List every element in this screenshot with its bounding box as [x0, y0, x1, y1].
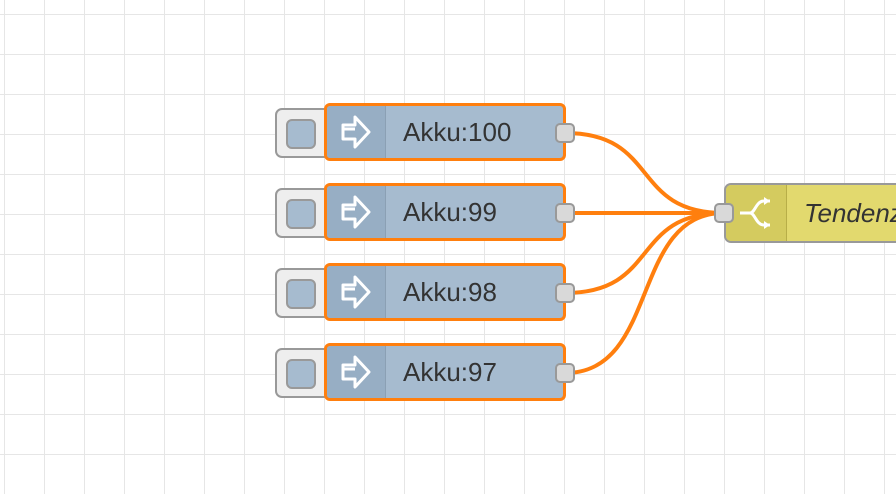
inject-trigger-face[interactable]: [286, 279, 316, 309]
inject-trigger-button[interactable]: [275, 348, 331, 398]
arrow-in-icon: [341, 275, 371, 309]
switch-node-label: Tendenz: [804, 198, 896, 228]
inject-node-label: Akku:98: [403, 277, 497, 307]
input-port[interactable]: [714, 203, 734, 223]
inject-node-label: Akku:99: [403, 197, 497, 227]
inject-node[interactable]: Akku:98: [324, 263, 566, 321]
inject-trigger-button[interactable]: [275, 188, 331, 238]
switch-icon: [740, 197, 770, 229]
wire-akku-100[interactable]: [564, 131, 725, 215]
switch-node[interactable]: Tendenz: [724, 183, 896, 243]
inject-node-label: Akku:97: [403, 357, 497, 387]
arrow-in-icon: [341, 195, 371, 229]
inject-trigger-face[interactable]: [286, 199, 316, 229]
inject-trigger-button[interactable]: [275, 268, 331, 318]
inject-node[interactable]: Akku:99: [324, 183, 566, 241]
inject-icon-area: [327, 266, 386, 318]
inject-node[interactable]: Akku:100: [324, 103, 566, 161]
wire-akku-97[interactable]: [564, 211, 725, 375]
inject-trigger-face[interactable]: [286, 119, 316, 149]
output-port[interactable]: [555, 363, 575, 383]
switch-icon-area: [726, 185, 787, 241]
arrow-in-icon: [341, 115, 371, 149]
output-port[interactable]: [555, 203, 575, 223]
output-port[interactable]: [555, 123, 575, 143]
inject-icon-area: [327, 186, 386, 238]
inject-icon-area: [327, 346, 386, 398]
arrow-in-icon: [341, 355, 371, 389]
inject-trigger-face[interactable]: [286, 359, 316, 389]
inject-trigger-button[interactable]: [275, 108, 331, 158]
inject-node-label: Akku:100: [403, 117, 512, 147]
wire-akku-98[interactable]: [564, 211, 725, 295]
inject-node[interactable]: Akku:97: [324, 343, 566, 401]
inject-icon-area: [327, 106, 386, 158]
output-port[interactable]: [555, 283, 575, 303]
